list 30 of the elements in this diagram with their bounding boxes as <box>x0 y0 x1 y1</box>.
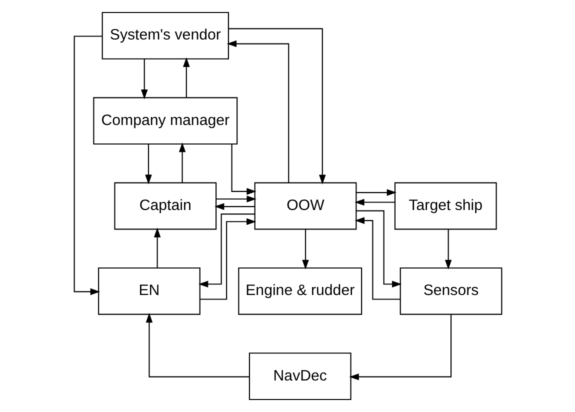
node-box: EN <box>98 267 200 315</box>
node-box: Company manager <box>92 97 238 145</box>
arrow <box>302 229 308 270</box>
arrow <box>73 36 102 296</box>
arrow <box>226 40 289 183</box>
node-box: System's vendor <box>101 12 228 60</box>
arrow <box>144 144 152 184</box>
arrow <box>145 312 249 378</box>
arrow <box>182 57 190 98</box>
arrow <box>216 196 256 202</box>
arrow <box>153 228 160 268</box>
node-box: Target ship <box>394 182 496 230</box>
arrow <box>140 58 148 100</box>
arrow <box>348 314 452 380</box>
arrow <box>214 203 254 210</box>
arrow <box>356 210 402 288</box>
arrow <box>444 229 452 270</box>
node-box: NavDec <box>248 352 351 400</box>
node-box: Captain <box>114 182 216 230</box>
arrow <box>354 198 394 206</box>
arrow <box>178 142 186 183</box>
arrow <box>199 218 256 300</box>
node-box: Sensors <box>399 267 502 315</box>
arrow <box>356 189 396 196</box>
arrow <box>354 217 400 300</box>
node-box: Engine & rudder <box>238 267 362 315</box>
arrow <box>228 28 326 184</box>
arrow <box>198 214 254 288</box>
node-box: OOW <box>254 182 356 230</box>
arrow <box>230 144 256 195</box>
